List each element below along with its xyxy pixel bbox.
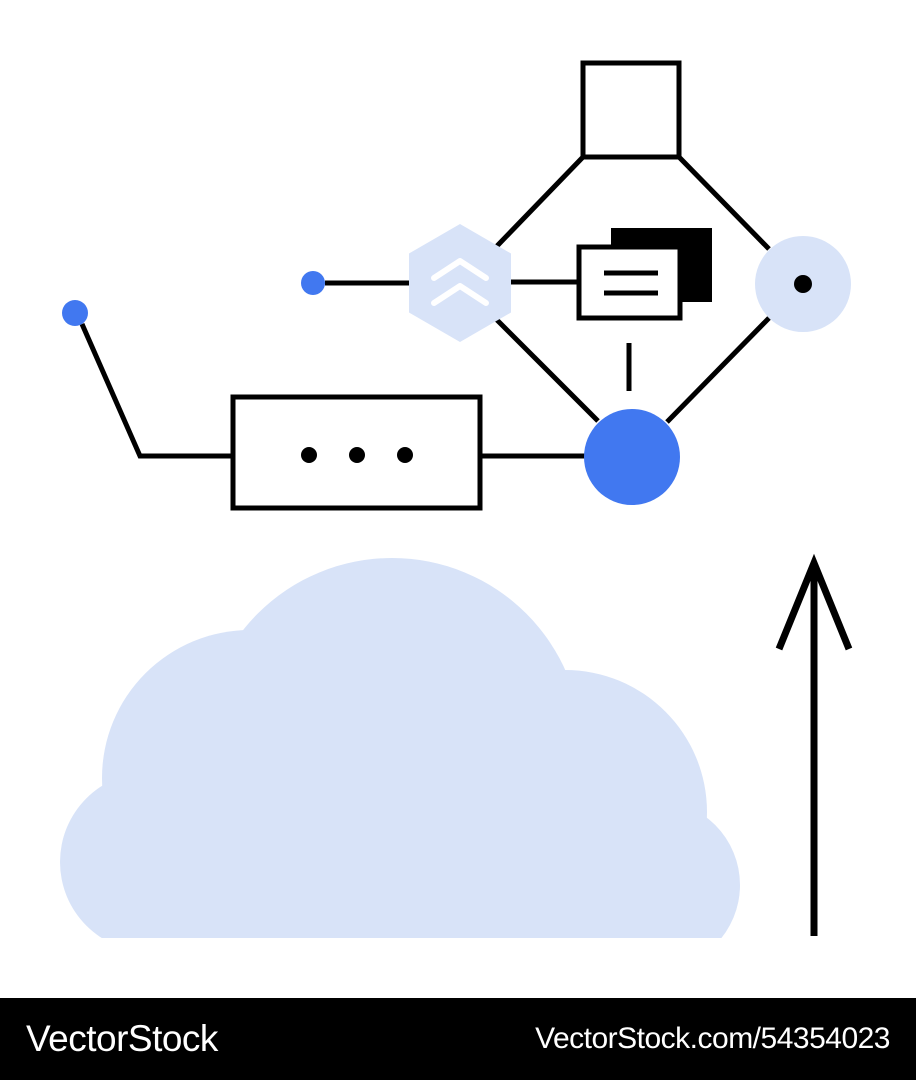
connector-leftdot-to-box (79, 322, 233, 459)
document-card-icon (576, 228, 712, 321)
dot-circle-center-dot (794, 275, 812, 293)
ellipsis-box-icon (230, 394, 483, 511)
cloud-base (110, 815, 670, 938)
dot-circle-icon (755, 236, 851, 332)
watermark-brand: VectorStock (26, 1018, 218, 1059)
connector-square-to-hexagon (495, 155, 585, 248)
card-front-rect (576, 244, 683, 321)
connector-dotcircle-to-bluecircle (665, 316, 771, 424)
square-node (580, 60, 682, 160)
small-dot-node-left (62, 300, 88, 326)
ellipsis-dot (397, 447, 413, 463)
watermark-attribution: VectorStock.com/54354023 (535, 1022, 890, 1055)
chevron-up-icon (431, 283, 489, 306)
connector-hexagon-to-bluecircle (492, 315, 600, 423)
ellipsis-dot (349, 447, 365, 463)
cloud-bottom-mask (0, 938, 916, 998)
watermark-bar: VectorStock VectorStock.com/54354023 (0, 998, 916, 1080)
blue-circle-node (584, 409, 680, 505)
connector-lines (79, 155, 771, 459)
arrow-head (775, 553, 853, 651)
chevron-up-icon (431, 258, 489, 281)
illustration-canvas (0, 60, 916, 998)
cloud-icon (60, 558, 740, 970)
small-dot-node-mid (301, 271, 325, 295)
hexagon-chevrons-icon (409, 224, 511, 342)
ellipsis-box-rect (230, 394, 483, 511)
up-arrow-icon (775, 553, 853, 936)
ellipsis-dot (301, 447, 317, 463)
hexagon-shape (409, 224, 511, 342)
connector-square-to-dot-circle (677, 155, 771, 251)
